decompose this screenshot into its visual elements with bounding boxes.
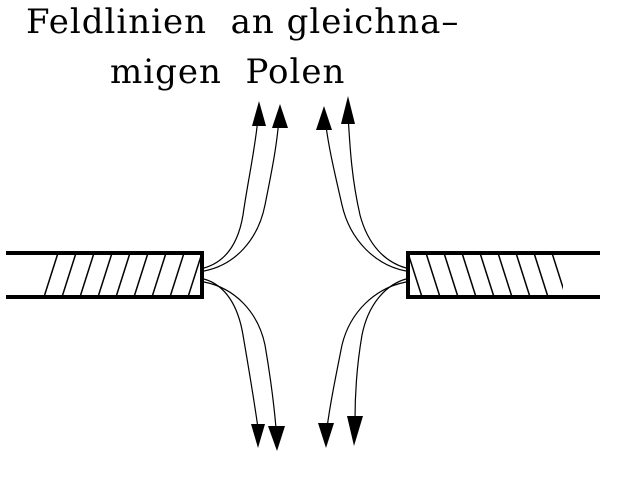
arrowhead-up-3 [316, 106, 332, 130]
arrowhead-up-2 [272, 104, 288, 128]
diagram-title-line-1: Feldlinien an gleichna– [26, 2, 460, 42]
left-field-lines [203, 117, 280, 429]
right-pole-hatching [408, 253, 563, 297]
field-line-left-up-outer [203, 117, 259, 269]
field-line-right-up-outer [347, 113, 407, 269]
arrowhead-down-3 [318, 423, 334, 448]
field-line-left-down-inner [203, 281, 277, 429]
field-line-right-down-outer [354, 278, 407, 421]
field-line-right-down-inner [326, 281, 407, 429]
field-line-arrowheads [251, 96, 363, 451]
left-pole-hatching [44, 253, 202, 297]
arrowhead-down-4 [347, 416, 363, 446]
arrowhead-down-1 [251, 424, 265, 448]
diagram-title-line-2: migen Polen [110, 52, 346, 92]
arrowhead-down-2 [268, 426, 285, 451]
field-line-left-up-inner [203, 117, 280, 272]
field-line-right-up-inner [324, 117, 407, 272]
arrowhead-up-4 [341, 96, 355, 124]
right-field-lines [324, 113, 407, 429]
field-line-left-down-outer [203, 278, 259, 429]
arrowhead-up-1 [252, 101, 266, 126]
right-magnet-pole [406, 251, 600, 299]
left-magnet-pole [6, 251, 204, 299]
